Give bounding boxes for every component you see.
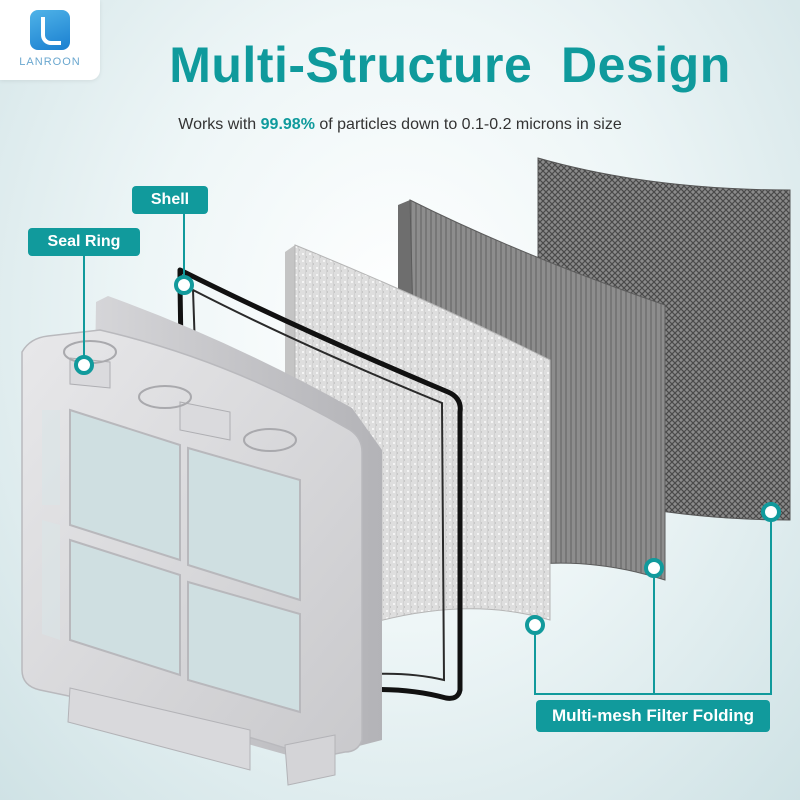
efficiency-highlight: 99.98% [260, 116, 315, 133]
page-subtitle: Works with 99.98% of particles down to 0… [0, 116, 800, 134]
shell-label: Shell [132, 186, 208, 214]
subtitle-suffix: of particles down to 0.1-0.2 microns in … [314, 116, 622, 133]
subtitle-prefix: Works with [178, 116, 261, 133]
seal-ring-label: Seal Ring [28, 228, 140, 256]
plastic-frame-shell [21, 296, 382, 786]
seal-ring-callout-dot [74, 355, 94, 375]
brand-logo: LANROON [0, 0, 100, 80]
multi-mesh-label: Multi-mesh Filter Folding [536, 700, 770, 732]
brand-name: LANROON [19, 56, 81, 68]
mesh-callout-dot [761, 502, 781, 522]
shell-callout-dot [174, 275, 194, 295]
callout-dots [74, 275, 781, 635]
pleat-callout-dot [644, 558, 664, 578]
lanroon-logo-icon [30, 10, 70, 50]
page-title: Multi-Structure Design [169, 37, 731, 93]
foam-callout-dot [525, 615, 545, 635]
